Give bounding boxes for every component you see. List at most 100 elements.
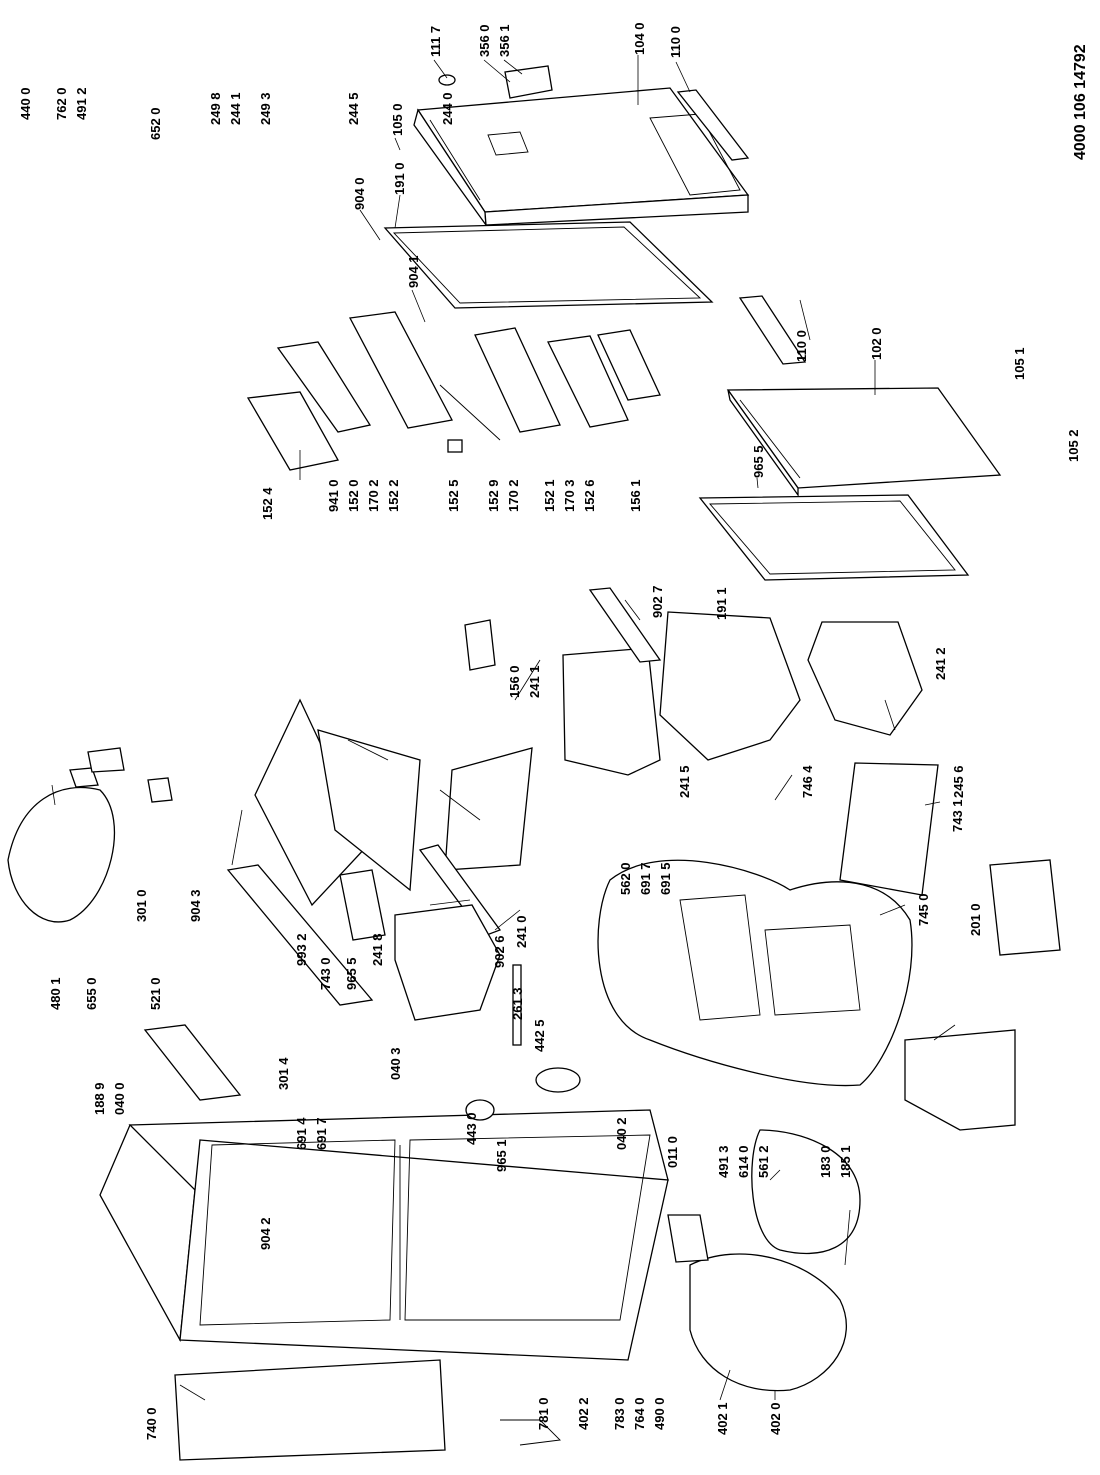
callout-label: 152 0 [346, 479, 361, 512]
callout-label: 652 0 [148, 107, 163, 140]
callout-label: 965 5 [751, 445, 766, 478]
callout-label: 902 7 [650, 585, 665, 618]
callout-label: 783 0 [612, 1397, 627, 1430]
callout-label: 105 1 [1012, 347, 1027, 380]
door-badge [438, 74, 456, 86]
control-unit [7, 747, 173, 923]
callout-label: 691 4 [294, 1117, 309, 1150]
document-number: 4000 106 14792 [1072, 44, 1089, 160]
callout-label: 301 0 [134, 889, 149, 922]
callout-label: 491 2 [74, 87, 89, 120]
callout-label: 241 0 [514, 915, 529, 948]
callout-label: 904 0 [352, 177, 367, 210]
cabinet [99, 1109, 669, 1361]
callout-label: 480 1 [48, 977, 63, 1010]
callout-label: 691 5 [658, 862, 673, 895]
callout-label: 442 5 [532, 1019, 547, 1052]
callout-label: 402 1 [715, 1402, 730, 1435]
callout-label: 743 1 [950, 799, 965, 832]
callout-label: 904 3 [188, 889, 203, 922]
callout-label: 245 6 [951, 765, 966, 798]
callout-label: 040 0 [112, 1082, 127, 1115]
small-parts [143, 864, 581, 1121]
callout-label: 241 8 [370, 933, 385, 966]
callout-label: 440 0 [18, 87, 33, 120]
callout-label: 781 0 [536, 1397, 551, 1430]
callout-label: 491 3 [716, 1145, 731, 1178]
crisper-drawers [394, 587, 939, 1021]
callout-label: 201 0 [968, 903, 983, 936]
callout-label: 152 5 [446, 479, 461, 512]
callout-label: 183 0 [818, 1145, 833, 1178]
callout-label: 241 5 [677, 765, 692, 798]
callout-label: 191 1 [714, 587, 729, 620]
callout-label: 746 4 [800, 765, 815, 798]
callout-label: 188 9 [92, 1082, 107, 1115]
callout-label: 402 0 [768, 1402, 783, 1435]
callout-label: 102 0 [869, 327, 884, 360]
leader-lines [51, 55, 956, 1401]
callout-label: 965 5 [344, 957, 359, 990]
callout-label: 170 2 [366, 479, 381, 512]
callout-label: 110 0 [668, 26, 683, 58]
callout-label: 443 0 [464, 1112, 479, 1145]
callout-label: 249 3 [258, 92, 273, 125]
callout-label: 152 6 [582, 479, 597, 512]
callout-label: 170 3 [562, 479, 577, 512]
callout-label: 244 5 [346, 92, 361, 125]
callout-label: 040 3 [388, 1047, 403, 1080]
callout-label: 241 1 [527, 665, 542, 698]
callout-label: 562 0 [618, 862, 633, 895]
callout-label: 561 2 [756, 1145, 771, 1178]
callout-label: 743 0 [318, 957, 333, 990]
callout-label: 691 7 [638, 862, 653, 895]
callout-label: 156 0 [507, 665, 522, 698]
door-trim [676, 89, 750, 161]
lower-door [726, 387, 1002, 498]
callout-label: 244 1 [228, 92, 243, 125]
callout-labels: 111 7 356 0 356 1 104 0 110 0 105 0 904 … [18, 22, 1081, 1440]
callout-label: 040 2 [614, 1117, 629, 1150]
door-balconies [246, 311, 661, 471]
callout-label: 156 1 [628, 479, 643, 512]
callout-label: 104 0 [632, 22, 647, 55]
callout-label: 152 1 [542, 479, 557, 512]
callout-label: 740 0 [144, 1407, 159, 1440]
callout-label: 691 7 [314, 1117, 329, 1150]
callout-label: 249 8 [208, 92, 223, 125]
callout-label: 902 6 [492, 935, 507, 968]
upper-door [413, 87, 750, 228]
callout-label: 904 1 [406, 255, 421, 288]
callout-label: 011 0 [665, 1136, 680, 1168]
callout-label: 490 0 [652, 1397, 667, 1430]
callout-label: 941 0 [326, 479, 341, 512]
compressor-area [174, 1129, 861, 1461]
callout-label: 356 0 [477, 24, 492, 57]
callout-label: 764 0 [632, 1397, 647, 1430]
callout-label: 614 0 [736, 1145, 751, 1178]
callout-label: 993 2 [294, 933, 309, 966]
callout-label: 110 0 [794, 330, 809, 362]
callout-label: 244 0 [440, 92, 455, 125]
callout-label: 185 1 [838, 1145, 853, 1178]
evaporator-assembly [597, 859, 1061, 1131]
callout-label: 521 0 [148, 977, 163, 1010]
callout-label: 356 1 [497, 24, 512, 57]
callout-label: 965 1 [494, 1139, 509, 1172]
callout-label: 191 0 [392, 162, 407, 195]
callout-label: 904 2 [258, 1217, 273, 1250]
callout-label: 762 0 [54, 87, 69, 120]
lower-door-gasket [698, 494, 970, 581]
upper-door-gasket [383, 221, 714, 309]
callout-label: 105 2 [1066, 429, 1081, 462]
door-display [504, 65, 553, 99]
callout-label: 111 7 [428, 26, 443, 57]
shelves [254, 698, 533, 941]
callout-label: 241 2 [933, 647, 948, 680]
callout-label: 301 4 [276, 1057, 291, 1090]
callout-label: 745 0 [916, 893, 931, 926]
callout-label: 152 4 [260, 487, 275, 520]
callout-label: 105 0 [390, 103, 405, 136]
callout-label: 655 0 [84, 977, 99, 1010]
